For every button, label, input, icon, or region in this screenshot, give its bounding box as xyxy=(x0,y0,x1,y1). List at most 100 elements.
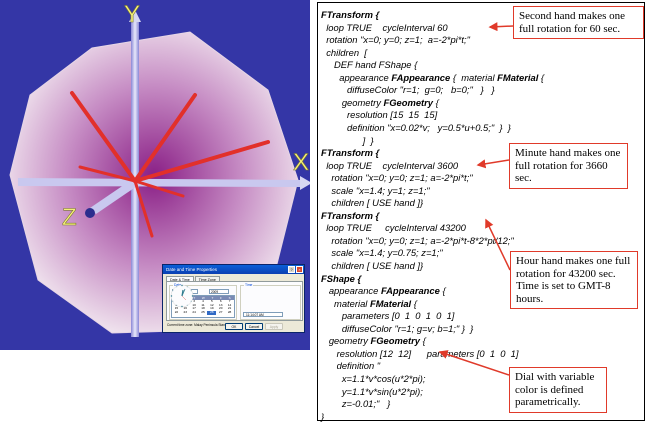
calendar-day[interactable]: 6 xyxy=(219,299,222,303)
calendar-day[interactable]: 14 xyxy=(227,302,232,307)
calendar-day[interactable]: 11 xyxy=(201,302,205,307)
calendar-day[interactable]: 23 xyxy=(183,310,187,315)
weekday-label: W xyxy=(201,296,205,300)
calendar-day[interactable]: 12 xyxy=(210,302,214,307)
calendar-day[interactable]: 26 xyxy=(207,310,217,315)
code-line: loop TRUE cycleInterval 60 xyxy=(321,22,447,33)
time-input[interactable]: 11:14:07 AM xyxy=(243,312,283,317)
calendar-day[interactable]: 10 xyxy=(192,302,196,307)
callout-hour-hand: Hour hand makes one full rotation for 43… xyxy=(510,251,638,309)
code-text: { xyxy=(411,297,417,309)
x-axis xyxy=(18,178,300,187)
code-text: } xyxy=(321,410,325,422)
code-line: appearance FAppearance { xyxy=(321,285,446,296)
date-time-dialog[interactable]: Date and Time Properties ? × Date & Time… xyxy=(162,264,305,333)
x-axis-label: X xyxy=(293,149,309,176)
code-text: loop TRUE cycleInterval 43200 xyxy=(321,222,466,234)
dialog-title: Date and Time Properties xyxy=(166,267,218,272)
code-text: geometry xyxy=(321,96,384,108)
close-button[interactable]: × xyxy=(296,266,303,273)
calendar-day[interactable]: 28 xyxy=(227,310,232,315)
ok-button[interactable]: OK xyxy=(225,323,243,330)
apply-button[interactable]: Apply xyxy=(265,323,283,330)
code-text: material xyxy=(321,297,370,309)
weekday-label: S xyxy=(228,296,231,300)
date-group: Date xyxy=(169,283,237,320)
calendar-day[interactable]: 4 xyxy=(202,299,204,303)
hand-stub-c xyxy=(133,179,185,198)
tab-time-zone[interactable]: Time Zone xyxy=(194,276,220,283)
code-line: appearance FAppearance { material FMater… xyxy=(321,72,544,83)
code-listing: FTransform { loop TRUE cycleInterval 60 … xyxy=(317,2,645,422)
year-stepper[interactable]: 2009 xyxy=(209,289,229,294)
code-line: children [ xyxy=(321,47,367,58)
calendar-day[interactable]: 27 xyxy=(218,310,223,315)
calendar-day[interactable]: 22 xyxy=(174,310,179,315)
code-line: y=1.1*v*sin(u*2*pi); xyxy=(321,386,423,397)
calendar-day[interactable]: 25 xyxy=(201,310,205,315)
code-text: appearance xyxy=(321,71,392,83)
3d-viewport[interactable]: Y X Z Date and Time Properties ? × Date … xyxy=(0,0,310,350)
calendar-day[interactable]: 13 xyxy=(218,302,223,307)
code-line: resolution [12 12] parameters [0 1 0 1] xyxy=(321,348,519,359)
code-line: scale "x=1.4; y=0.75; z=1;" xyxy=(321,247,442,258)
code-line: geometry FGeometry { xyxy=(321,335,426,346)
calendar-day[interactable]: 19 xyxy=(210,306,214,311)
calendar-day[interactable]: 5 xyxy=(210,299,213,303)
calendar-day[interactable]: 21 xyxy=(227,306,232,311)
scene-canvas: Y X Z xyxy=(9,1,310,337)
code-line: rotation "x=0; y=0; z=1; a=-2*pi*t;" xyxy=(321,34,470,45)
code-text: definition " xyxy=(321,360,381,372)
z-axis-label: Z xyxy=(62,204,77,231)
code-text: diffuseColor "r=1; g=v; b=1;" } } xyxy=(321,322,474,334)
code-line: children [ USE hand ]} xyxy=(321,260,423,271)
code-text: loop TRUE cycleInterval 3600 xyxy=(321,159,459,171)
code-text: z=-0.01;" } xyxy=(321,398,391,410)
calendar-day[interactable]: 3 xyxy=(193,299,195,303)
code-text: rotation "x=0; y=0; z=1; a=-2*pi*t;" xyxy=(321,34,470,46)
calendar-day[interactable]: 15 xyxy=(174,306,179,311)
code-text: { xyxy=(439,285,446,297)
code-text: y=1.1*v*sin(u*2*pi); xyxy=(321,385,423,397)
dialog-titlebar[interactable]: Date and Time Properties ? × xyxy=(163,265,304,274)
dialog-panel: Date February 2009 SMTWTFS 1234567891011… xyxy=(166,281,303,321)
code-line: rotation "x=0; y=0; z=1; a=-2*pi*t;" xyxy=(321,172,472,183)
hand-stub-a xyxy=(78,165,137,183)
code-line: FShape { xyxy=(321,273,361,284)
code-text: resolution [12 12] parameters [0 1 0 1] xyxy=(321,347,519,359)
z-axis xyxy=(90,178,140,214)
code-line: } xyxy=(321,411,324,422)
code-text: scale "x=1.4; y=1; z=1;" xyxy=(321,184,430,196)
code-text: resolution [15 15 15] xyxy=(321,109,438,121)
code-line: rotation "x=0; y=0; z=1; a=-2*pi*t-8*2*p… xyxy=(321,235,513,246)
calendar-day[interactable]: 16 xyxy=(183,306,187,311)
help-button[interactable]: ? xyxy=(288,266,295,273)
calendar-day[interactable]: 24 xyxy=(192,310,196,315)
code-line: x=1.1*v*cos(u*2*pi); xyxy=(321,373,426,384)
code-line: FTransform { xyxy=(321,9,379,20)
code-text: { xyxy=(433,96,439,108)
tab-date-time[interactable]: Date & Time xyxy=(166,276,194,283)
code-line: material FMaterial { xyxy=(321,298,417,309)
code-line: children [ USE hand ]} xyxy=(321,197,423,208)
time-group: Time xyxy=(240,283,301,320)
code-line: ] } xyxy=(321,135,374,146)
calendar-day[interactable]: 17 xyxy=(192,306,196,311)
calendar-day[interactable]: 18 xyxy=(201,306,205,311)
cancel-button[interactable]: Cancel xyxy=(245,323,263,330)
calendar-day[interactable]: 20 xyxy=(218,306,223,311)
second-hand xyxy=(133,93,197,183)
code-text: { xyxy=(538,71,545,83)
code-line: geometry FGeometry { xyxy=(321,97,439,108)
calendar-day[interactable]: 7 xyxy=(228,299,231,303)
code-line: FTransform { xyxy=(321,147,379,158)
code-keyword: FTransform { xyxy=(321,9,380,20)
code-text: diffuseColor "r=1; g=0; b=0;" } } xyxy=(321,84,495,96)
hand-stub-b xyxy=(133,179,154,238)
code-keyword: FTransform { xyxy=(321,147,380,159)
weekday-label: T xyxy=(193,296,196,300)
code-text: definition "x=0.02*v; y=0.5*u+0.5;" } } xyxy=(321,121,511,133)
code-line: parameters [0 1 0 1 0 1] xyxy=(321,310,455,321)
y-axis-tip xyxy=(129,10,141,22)
minute-hand xyxy=(133,140,270,183)
